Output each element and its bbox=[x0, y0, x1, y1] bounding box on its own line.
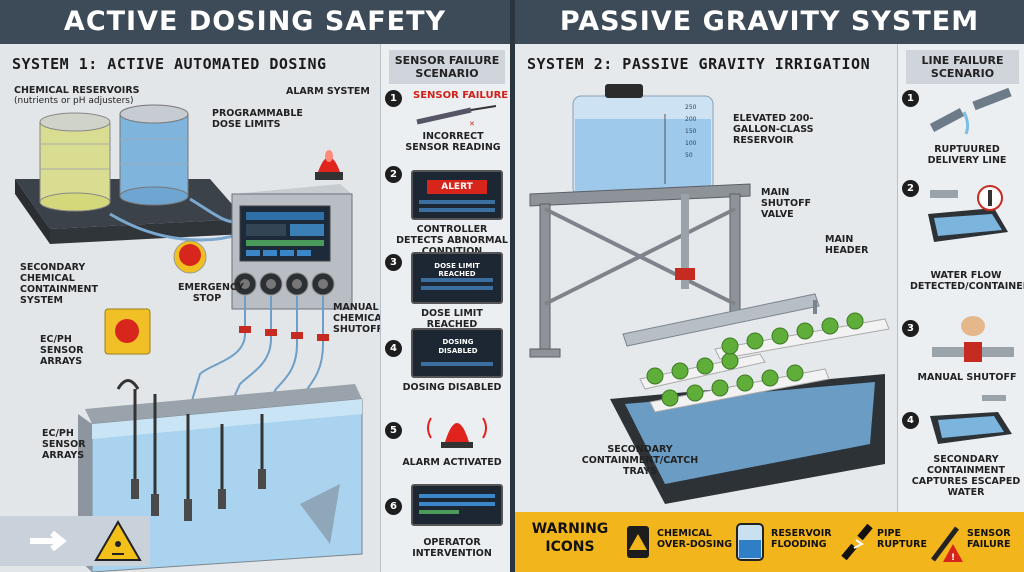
chemical-reservoir-blue bbox=[119, 104, 189, 206]
right-panel: SYSTEM 2: PASSIVE GRAVITY IRRIGATION bbox=[515, 44, 1024, 572]
alarm-system-label: ALARM SYSTEM bbox=[286, 86, 370, 97]
chemical-barrel-icon bbox=[627, 526, 649, 558]
left-panel: SYSTEM 1: ACTIVE AUTOMATED DOSING bbox=[0, 44, 510, 572]
line-step-3-label: MANUAL SHUTOFF bbox=[917, 372, 1017, 383]
work-hazard-badge bbox=[0, 516, 150, 566]
pipe-rupture-label: PIPE RUPTURE bbox=[877, 528, 927, 550]
sensor-failure-scenario: SENSOR FAILURE SCENARIO 1 SENSOR FAILURE… bbox=[380, 44, 510, 572]
warning-bar-title: WARNING ICONS bbox=[531, 521, 609, 555]
elevated-reservoir bbox=[572, 84, 714, 197]
panel-divider bbox=[510, 0, 515, 572]
chemical-reservoir-yellow bbox=[39, 112, 111, 212]
step-3-number: 3 bbox=[385, 254, 402, 271]
gravity-system-illustration bbox=[529, 84, 890, 504]
step-1-label: INCORRECT SENSOR READING bbox=[405, 131, 501, 153]
system-2-title: SYSTEM 2: PASSIVE GRAVITY IRRIGATION bbox=[527, 55, 871, 73]
reservoir-icon bbox=[736, 523, 764, 561]
sensor-failure-warning-label: SENSOR FAILURE bbox=[967, 528, 1011, 550]
elevated-reservoir-label: ELEVATED 200-GALLON-CLASS RESERVOIR bbox=[733, 113, 814, 146]
ec-ph-sensor-label-top: EC/pH SENSOR ARRAYS bbox=[40, 334, 84, 367]
line-step-1-label: RUPTUURED DELIVERY LINE bbox=[927, 144, 1007, 166]
secondary-trays-label: SECONDARY CONTAINMENT/CATCH TRAYS bbox=[581, 444, 699, 477]
alarm-beacon bbox=[315, 150, 343, 180]
sensor-failure-title: SENSOR FAILURE bbox=[413, 90, 509, 101]
right-banner: PASSIVE GRAVITY SYSTEM SAFETY bbox=[515, 0, 1024, 81]
main-header-label: MAIN HEADER bbox=[825, 234, 869, 256]
dose-limit-screen: DOSE LIMIT REACHED bbox=[411, 252, 503, 304]
operator-screen bbox=[411, 484, 503, 526]
line-step-2-label: WATER FLOW DETECTED/CONTAINED bbox=[910, 270, 1024, 292]
dose-limit-screen-text: DOSE LIMIT REACHED bbox=[434, 262, 480, 278]
reservoir-flooding-label: RESERVOIR FLOODING bbox=[771, 528, 832, 550]
tank-scale: 250 200 150 100 50 bbox=[685, 104, 697, 159]
svg-text:✕: ✕ bbox=[469, 120, 475, 128]
step-6-number: 6 bbox=[385, 498, 402, 515]
line-step-4-number: 4 bbox=[902, 412, 919, 429]
chemical-reservoirs-note: (nutrients or pH adjusters) bbox=[14, 96, 134, 106]
dosing-controller bbox=[231, 184, 353, 310]
line-scenario-title: LINE FAILURE SCENARIO bbox=[906, 50, 1019, 84]
alarm-beacon-icon bbox=[427, 417, 487, 448]
step-1-number: 1 bbox=[385, 90, 402, 107]
emergency-stop-label: EMERGENCY STOP bbox=[178, 282, 244, 304]
ec-ph-sensor-label-bottom: EC/pH SENSOR ARRAYS bbox=[42, 428, 86, 461]
yellow-stop-box bbox=[104, 308, 151, 355]
step-5-number: 5 bbox=[385, 422, 402, 439]
step-5-label: ALARM ACTIVATED bbox=[402, 457, 502, 468]
line-step-2-number: 2 bbox=[902, 180, 919, 197]
line-failure-scenario: LINE FAILURE SCENARIO 1 RUPTUURED DELIVE… bbox=[897, 44, 1024, 512]
containment-tray-icon bbox=[930, 395, 1012, 444]
dosing-disabled-screen-text: DOSING DISABLED bbox=[438, 338, 478, 355]
programmable-dose-limits-label: PROGRAMMABLE DOSE LIMITS bbox=[212, 108, 303, 130]
ruptured-pipe-icon bbox=[929, 88, 1012, 135]
emergency-stop-button bbox=[173, 240, 207, 274]
step-4-number: 4 bbox=[385, 340, 402, 357]
step-4-label: DOSING DISABLED bbox=[402, 382, 502, 393]
pipe-rupture-icon bbox=[841, 523, 873, 561]
sensor-failure-icon: ! bbox=[931, 526, 963, 563]
sensor-scenario-title: SENSOR FAILURE SCENARIO bbox=[389, 50, 505, 84]
line-step-1-number: 1 bbox=[902, 90, 919, 107]
step-6-label: OPERATOR INTERVENTION bbox=[412, 537, 492, 559]
alert-screen: ALERT bbox=[411, 170, 503, 220]
broken-sensor-icon: ✕ bbox=[416, 105, 497, 128]
manual-shutoff-label: MANUAL CHEMICAL SHUTOFF bbox=[333, 302, 388, 335]
chemical-reservoirs-label: CHEMICAL RESERVOIRS bbox=[14, 85, 140, 96]
dosing-disabled-screen: DOSING DISABLED bbox=[411, 328, 503, 378]
step-2-number: 2 bbox=[385, 166, 402, 183]
main-shutoff-label: MAIN SHUTOFF VALVE bbox=[761, 187, 812, 220]
step-2-label: CONTROLLER DETECTS ABNORMAL CONDITION bbox=[396, 224, 508, 257]
svg-text:!: ! bbox=[951, 553, 955, 563]
left-banner: ACTIVE DOSING SAFETY bbox=[0, 0, 510, 44]
flow-detected-icon bbox=[928, 185, 1008, 242]
alert-badge: ALERT bbox=[427, 180, 487, 194]
chemical-overdosing-label: CHEMICAL OVER-DOSING bbox=[657, 528, 733, 550]
step-3-label: DOSE LIMIT REACHED bbox=[421, 308, 483, 330]
line-step-4-label: SECONDARY CONTAINMENT CAPTURES ESCAPED W… bbox=[911, 454, 1021, 498]
warning-icons-bar: WARNING ICONS CHEMICAL OVER-DOSING RESER… bbox=[515, 512, 1024, 572]
active-dosing-illustration bbox=[15, 104, 363, 572]
secondary-containment-label: SECONDARY CHEMICAL CONTAINMENT SYSTEM bbox=[20, 262, 98, 306]
system-1-title: SYSTEM 1: ACTIVE AUTOMATED DOSING bbox=[12, 55, 327, 73]
line-step-3-number: 3 bbox=[902, 320, 919, 337]
manual-valve-icon bbox=[932, 316, 1014, 362]
